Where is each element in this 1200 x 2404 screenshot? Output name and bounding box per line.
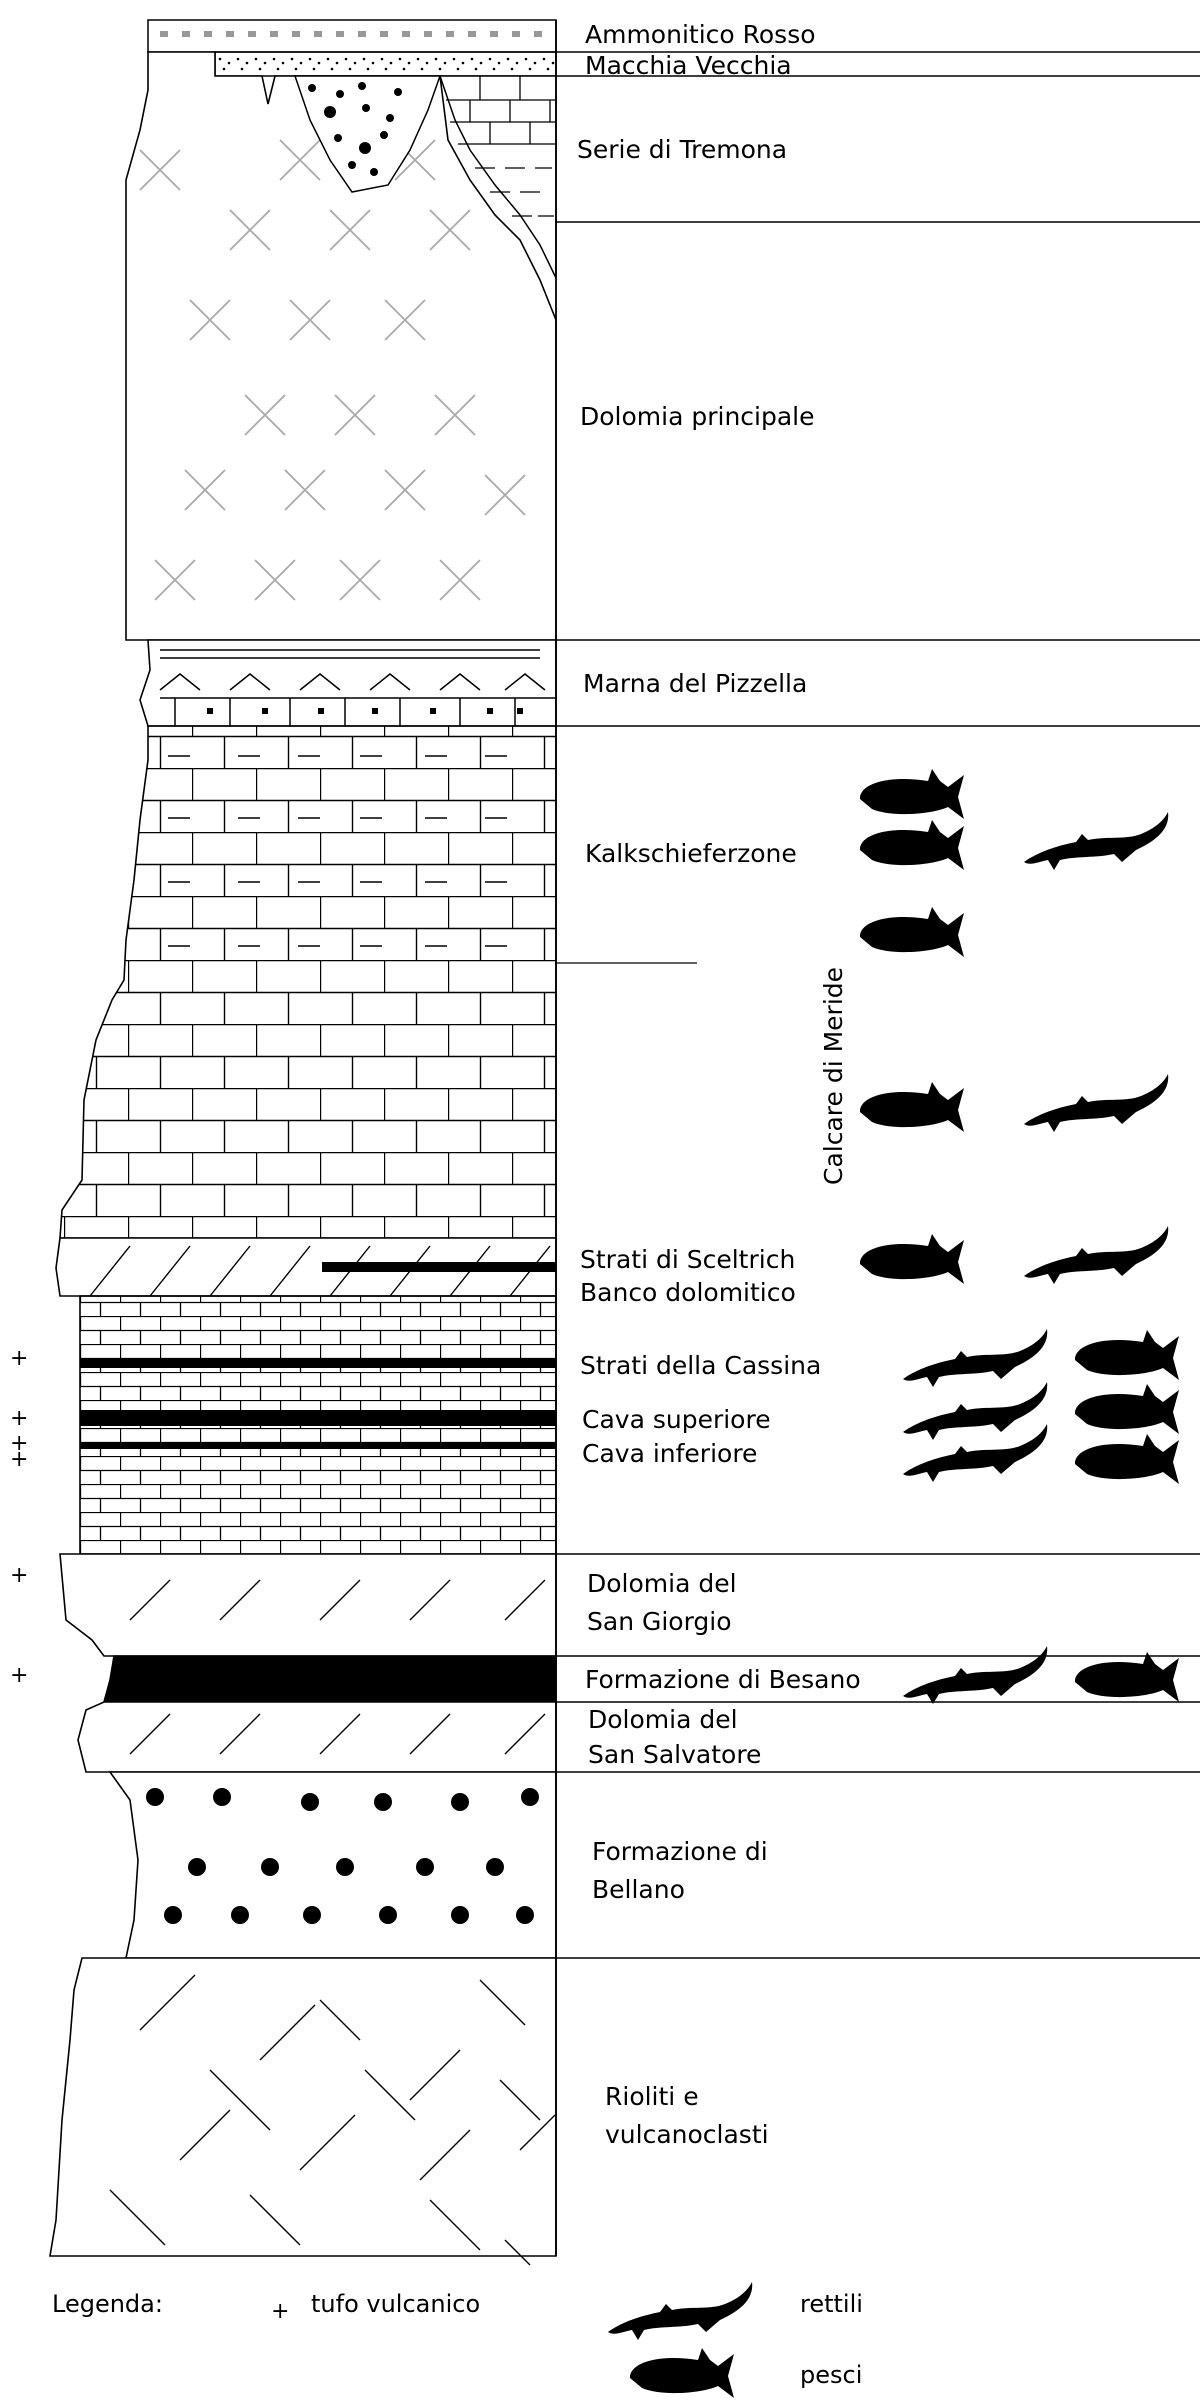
formation-label-strati-della-cassina: Strati della Cassina	[580, 1351, 821, 1380]
san-giorgio-hatch	[129, 1579, 546, 1621]
marna-pattern	[159, 649, 556, 726]
reptile-icon	[608, 2282, 753, 2340]
cava-inferiore-black-band	[80, 1443, 556, 1449]
fish-icon	[1075, 1330, 1179, 1380]
fish-fossil	[1075, 1384, 1179, 1434]
rioliti-pattern	[109, 1974, 556, 2266]
fish-fossil	[860, 769, 964, 819]
fish-icon	[1075, 1652, 1179, 1702]
formazione-di-besano-layer	[102, 1655, 557, 1703]
reptile-fossil	[903, 1382, 1048, 1440]
tuff-marker: +	[10, 1447, 28, 1472]
legend-reptile-icon	[608, 2282, 753, 2340]
formation-label-formazione-di-besano: Formazione di Besano	[585, 1665, 861, 1694]
fish-fossil	[860, 1234, 964, 1284]
san-salvatore-hatch	[129, 1713, 546, 1755]
group-label-calcare-di-meride: Calcare di Meride	[819, 967, 848, 1185]
fish-icon	[860, 820, 964, 870]
formation-label-kalkschieferzone: Kalkschieferzone	[585, 839, 797, 868]
fish-icon	[860, 907, 964, 957]
bellano-dots	[146, 1788, 539, 1924]
legend-fish-icon	[630, 2348, 734, 2398]
sceltrich-black-band	[322, 1262, 556, 1272]
fish-fossil	[860, 1082, 964, 1132]
reptile-fossil	[1024, 812, 1169, 870]
fish-icon	[860, 1234, 964, 1284]
fish-icon	[630, 2348, 734, 2398]
fish-fossil	[1075, 1652, 1179, 1702]
reptile-fossil	[903, 1424, 1048, 1482]
cava-superiore-black-band	[80, 1410, 556, 1426]
marna-del-pizzella-layer	[139, 639, 557, 727]
macchia-vecchia-wedge	[293, 75, 442, 193]
fish-icon	[1075, 1384, 1179, 1434]
cassina-black-band	[80, 1358, 556, 1368]
formation-label-macchia-vecchia: Macchia Vecchia	[585, 51, 792, 80]
reptile-fossil	[903, 1329, 1048, 1387]
dolomia-san-giorgio-layer	[59, 1553, 557, 1657]
fish-fossil	[860, 907, 964, 957]
kalkschiefer-dashes	[168, 755, 507, 947]
legend: Legenda: + tufo vulcanico rettili pesci	[52, 2282, 863, 2398]
serie-di-tremona-pattern	[446, 76, 556, 217]
kalkschieferzone-layer	[59, 725, 557, 1239]
dolomia-principale-layer	[125, 51, 557, 641]
reptile-icon	[1024, 1074, 1169, 1132]
macchia-vecchia-dots	[308, 82, 402, 176]
reptile-icon	[903, 1329, 1048, 1387]
reptile-fossil	[1024, 1226, 1169, 1284]
fish-icon	[860, 1082, 964, 1132]
boundary-lines	[556, 51, 1200, 1959]
formation-label-marna-del-pizzella: Marna del Pizzella	[583, 669, 807, 698]
reptile-icon	[903, 1646, 1048, 1704]
formation-label-dolomia-principale: Dolomia principale	[580, 402, 815, 431]
tuff-markers: ++++++	[10, 1346, 28, 1688]
dolomia-san-salvatore-layer	[77, 1701, 557, 1773]
fish-fossil	[1075, 1330, 1179, 1380]
formation-label-cava-inferiore: Cava inferiore	[582, 1439, 757, 1468]
fish-icon	[1075, 1434, 1179, 1484]
fish-fossil	[1075, 1434, 1179, 1484]
fish-fossil	[860, 820, 964, 870]
fossil-icons	[860, 769, 1179, 1704]
legend-fish-label: pesci	[800, 2361, 862, 2389]
fish-icon	[860, 769, 964, 819]
reptile-icon	[1024, 1226, 1169, 1284]
reptile-icon	[903, 1424, 1048, 1482]
tuff-marker: +	[10, 1346, 28, 1371]
tuff-marker: +	[10, 1563, 28, 1588]
macchia-vecchia-layer	[214, 51, 557, 77]
legend-reptile-label: rettili	[800, 2290, 863, 2318]
tuff-marker: +	[10, 1431, 28, 1456]
formation-label-banco-dolomitico: Banco dolomitico	[580, 1278, 796, 1307]
legend-title: Legenda:	[52, 2290, 163, 2318]
tuff-marker: +	[10, 1663, 28, 1688]
reptile-icon	[1024, 812, 1169, 870]
legend-tuff-symbol: +	[271, 2299, 289, 2324]
reptile-fossil	[903, 1646, 1048, 1704]
formation-label-cava-superiore: Cava superiore	[582, 1405, 771, 1434]
ammonitico-rosso-layer	[147, 19, 557, 53]
lithology-column	[49, 19, 557, 2266]
rioliti-layer	[49, 1957, 557, 2257]
legend-tuff-label: tufo vulcanico	[311, 2290, 480, 2318]
reptile-fossil	[1024, 1074, 1169, 1132]
marna-dots	[207, 708, 523, 714]
formation-label-ammonitico-rosso: Ammonitico Rosso	[585, 20, 816, 49]
formation-label-strati-di-sceltrich: Strati di Sceltrich	[580, 1245, 795, 1274]
tuff-marker: +	[10, 1406, 28, 1431]
reptile-icon	[903, 1382, 1048, 1440]
formation-label-serie-di-tremona: Serie di Tremona	[577, 135, 787, 164]
